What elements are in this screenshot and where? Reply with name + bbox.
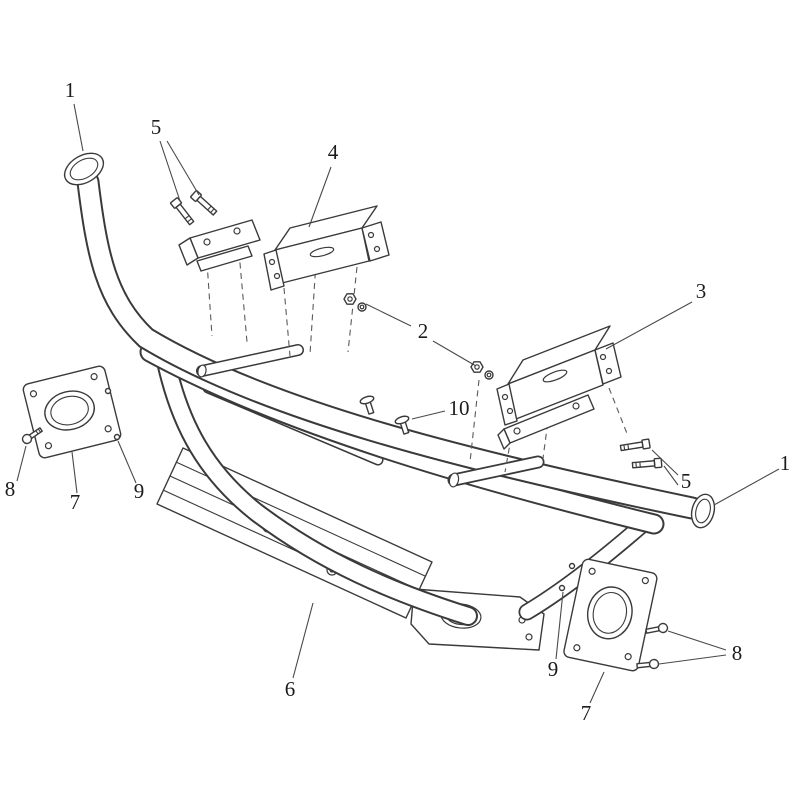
assembly-dash-lines	[206, 251, 629, 473]
callout-7-right: 7	[580, 701, 592, 725]
callout-10: 10	[448, 396, 470, 420]
callout-8-left: 8	[4, 477, 16, 501]
callout-1-top-left: 1	[64, 78, 76, 102]
nut-9-left-b	[113, 433, 121, 441]
mount-bracket-center	[263, 205, 390, 291]
end-cap-left	[63, 152, 105, 186]
callout-8-right: 8	[731, 641, 743, 665]
callout-6: 6	[284, 677, 296, 701]
callout-7-left: 7	[69, 490, 81, 514]
light-plate-left	[21, 365, 122, 459]
bolts-left	[170, 190, 218, 226]
callout-5-right: 5	[680, 469, 692, 493]
end-cap-right	[690, 493, 716, 529]
callout-4: 4	[327, 140, 339, 164]
mount-bracket-right	[496, 325, 622, 450]
nut-9-left-a	[104, 387, 112, 395]
bolts-right	[619, 438, 663, 469]
light-plate-right	[558, 558, 669, 672]
leader-lines	[16, 103, 780, 704]
screw-8-right-b	[636, 658, 660, 670]
callout-9-left: 9	[133, 479, 145, 503]
bumper-frame	[76, 170, 704, 626]
nut-9-right-b	[558, 584, 566, 592]
screw-8-right-a	[645, 622, 669, 634]
callout-3: 3	[695, 279, 707, 303]
mount-bracket-left	[178, 219, 261, 272]
callout-2: 2	[417, 319, 429, 343]
nut-9-right-a	[568, 562, 576, 570]
push-clips	[359, 395, 410, 435]
callout-5-top-left: 5	[150, 115, 162, 139]
callout-1-right: 1	[779, 451, 791, 475]
callout-9-right: 9	[547, 657, 559, 681]
screw-8-left	[21, 427, 43, 445]
